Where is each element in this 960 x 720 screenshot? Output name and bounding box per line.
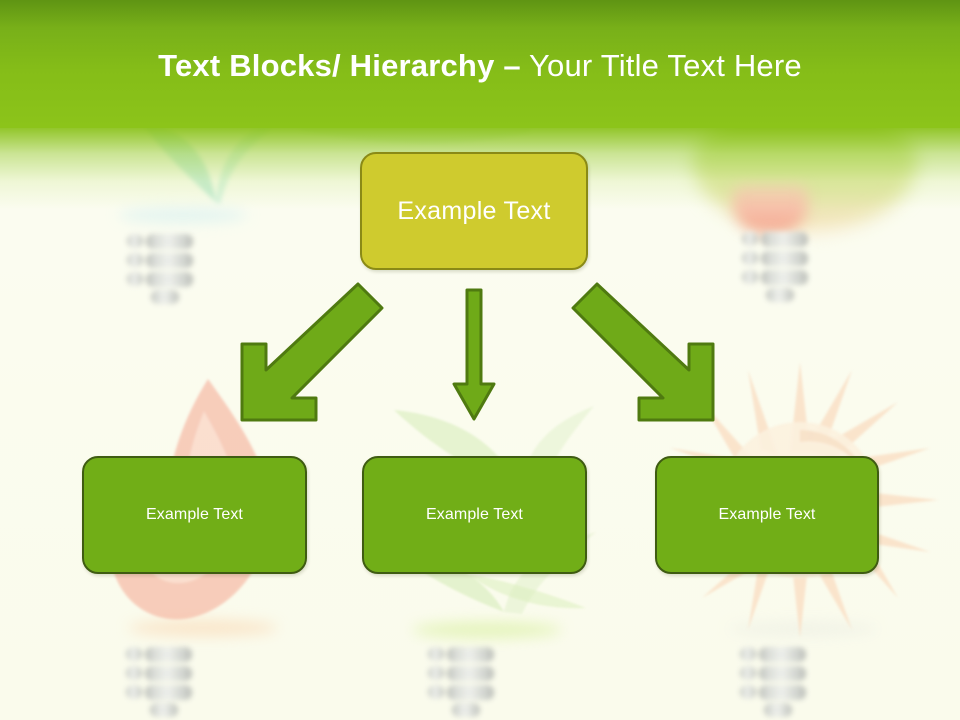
hierarchy-child-node-2[interactable]: Example Text xyxy=(362,456,587,574)
hierarchy-root-label: Example Text xyxy=(397,196,551,225)
arrow-center[interactable] xyxy=(452,288,496,422)
hierarchy-child-label-1: Example Text xyxy=(146,506,243,523)
hierarchy-root-node[interactable]: Example Text xyxy=(360,152,588,270)
arrow-right[interactable] xyxy=(565,282,725,422)
hierarchy-child-node-1[interactable]: Example Text xyxy=(82,456,307,574)
page-title-bold: Text Blocks/ Hierarchy – xyxy=(158,48,521,83)
hierarchy-child-label-2: Example Text xyxy=(426,506,523,523)
hierarchy-child-label-3: Example Text xyxy=(718,506,816,523)
page-title: Text Blocks/ Hierarchy – Your Title Text… xyxy=(0,48,960,84)
page-title-regular: Your Title Text Here xyxy=(520,48,802,83)
arrow-left[interactable] xyxy=(230,282,390,422)
header-band xyxy=(0,0,960,128)
hierarchy-child-node-3[interactable]: Example Text xyxy=(655,456,879,574)
